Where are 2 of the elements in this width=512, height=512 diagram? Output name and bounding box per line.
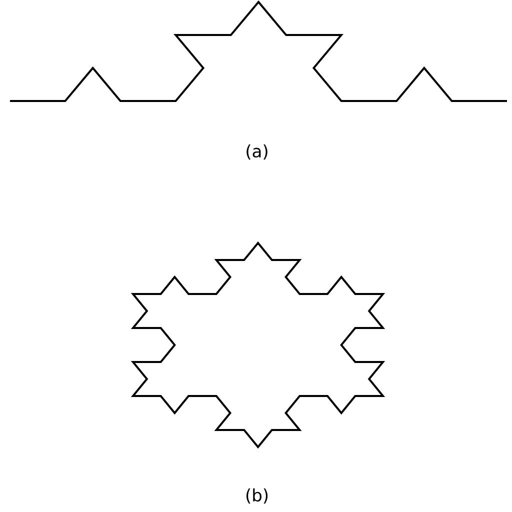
figure-label: (b) bbox=[246, 488, 268, 504]
figure-label: (a) bbox=[246, 144, 268, 160]
